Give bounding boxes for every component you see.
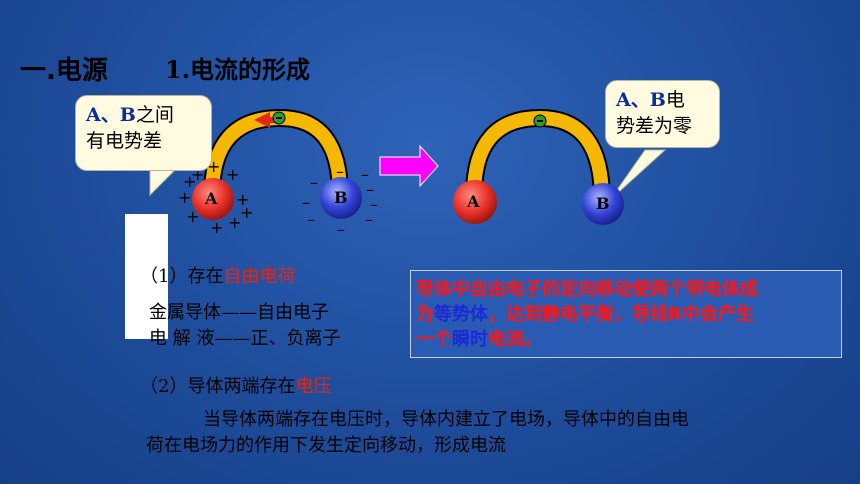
- plus-sign: +: [228, 213, 242, 232]
- callout-line-3: 一个瞬时电流。: [416, 327, 542, 352]
- sphere-b-right: [582, 183, 624, 225]
- callout-l3a: 一个: [416, 329, 452, 350]
- point-1-prefix: （1）存在: [140, 266, 224, 287]
- plus-sign: +: [186, 207, 200, 226]
- bubble-tail-left: [149, 169, 177, 197]
- minus-sign: –: [366, 180, 374, 199]
- callout-l2b: 等势体: [434, 304, 488, 325]
- bubble-right-text2: 势差为零: [616, 115, 693, 137]
- callout-box: [410, 270, 842, 358]
- point-1: （1）存在自由电荷: [140, 262, 295, 288]
- plus-sign: +: [240, 203, 254, 222]
- electrolyte-line: 电 解 液——正、负离子: [149, 328, 341, 349]
- bubble-left-text1: 之间: [135, 104, 174, 126]
- bubble-right: A、B电 势差为零: [605, 80, 720, 148]
- white-panel: [125, 214, 168, 339]
- minus-sign: –: [365, 210, 373, 229]
- point-1-highlight: 自由电荷: [223, 266, 296, 287]
- transition-arrow-icon: [379, 144, 439, 188]
- minus-sign: –: [337, 220, 345, 239]
- point-2-prefix: （2）导体两端存在: [140, 376, 296, 397]
- sphere-a-label-right: A: [467, 192, 480, 211]
- point-2: （2）导体两端存在电压: [140, 372, 331, 398]
- current-arrow-icon: [254, 112, 270, 128]
- sphere-b-label: B: [334, 188, 348, 207]
- wire-right: [467, 110, 609, 201]
- plus-sign: +: [210, 218, 224, 237]
- plus-sign: +: [178, 188, 192, 207]
- sphere-a-left: [192, 178, 234, 220]
- sphere-a-right: [453, 180, 497, 224]
- sphere-b-left: [320, 177, 362, 219]
- explain-line-1: 当导体两端存在电压时，导体内建立了电场，导体中的自由电: [203, 409, 689, 430]
- callout-l2a: 为: [416, 304, 434, 325]
- bubble-tail-right: [609, 149, 667, 201]
- point-2-highlight: 电压: [295, 376, 332, 397]
- bubble-right-text1: 电: [665, 89, 685, 111]
- sphere-b-label-right: B: [596, 194, 610, 213]
- callout-l3b: 瞬时: [452, 329, 488, 350]
- bubble-left: A、B之间 有电势差: [75, 95, 212, 171]
- callout-line-2: 为等势体，达到静电平衡，导线R中会产生: [416, 302, 754, 327]
- callout-l3c: 电流。: [488, 329, 542, 350]
- plus-sign: +: [236, 190, 250, 209]
- bubble-left-text2: 有电势差: [86, 130, 163, 152]
- plus-sign: +: [183, 172, 197, 191]
- plus-sign: +: [226, 165, 240, 184]
- section-title: 一.电源: [20, 56, 108, 86]
- explain-line-2: 荷在电场力的作用下发生定向移动，形成电流: [146, 435, 506, 456]
- bubble-left-hl: A、B: [86, 104, 136, 126]
- minus-sign: –: [370, 195, 378, 214]
- metal-line: 金属导体——自由电子: [149, 302, 329, 323]
- circuit-diagram: [149, 108, 667, 225]
- minus-sign: –: [307, 210, 315, 229]
- minus-sign: –: [302, 193, 310, 212]
- minus-sign: –: [361, 165, 369, 184]
- callout-l2c: ，达到静电平衡，导线R中会产生: [488, 304, 754, 325]
- sphere-a-label: A: [205, 189, 218, 208]
- minus-sign: –: [336, 162, 344, 181]
- minus-sign: –: [310, 173, 318, 192]
- bubble-right-hl: A、B: [616, 89, 666, 111]
- callout-line-1: 导体中自由电子的定向移动使两个带电体成: [416, 279, 758, 300]
- slide-title: 1.电流的形成: [165, 55, 311, 84]
